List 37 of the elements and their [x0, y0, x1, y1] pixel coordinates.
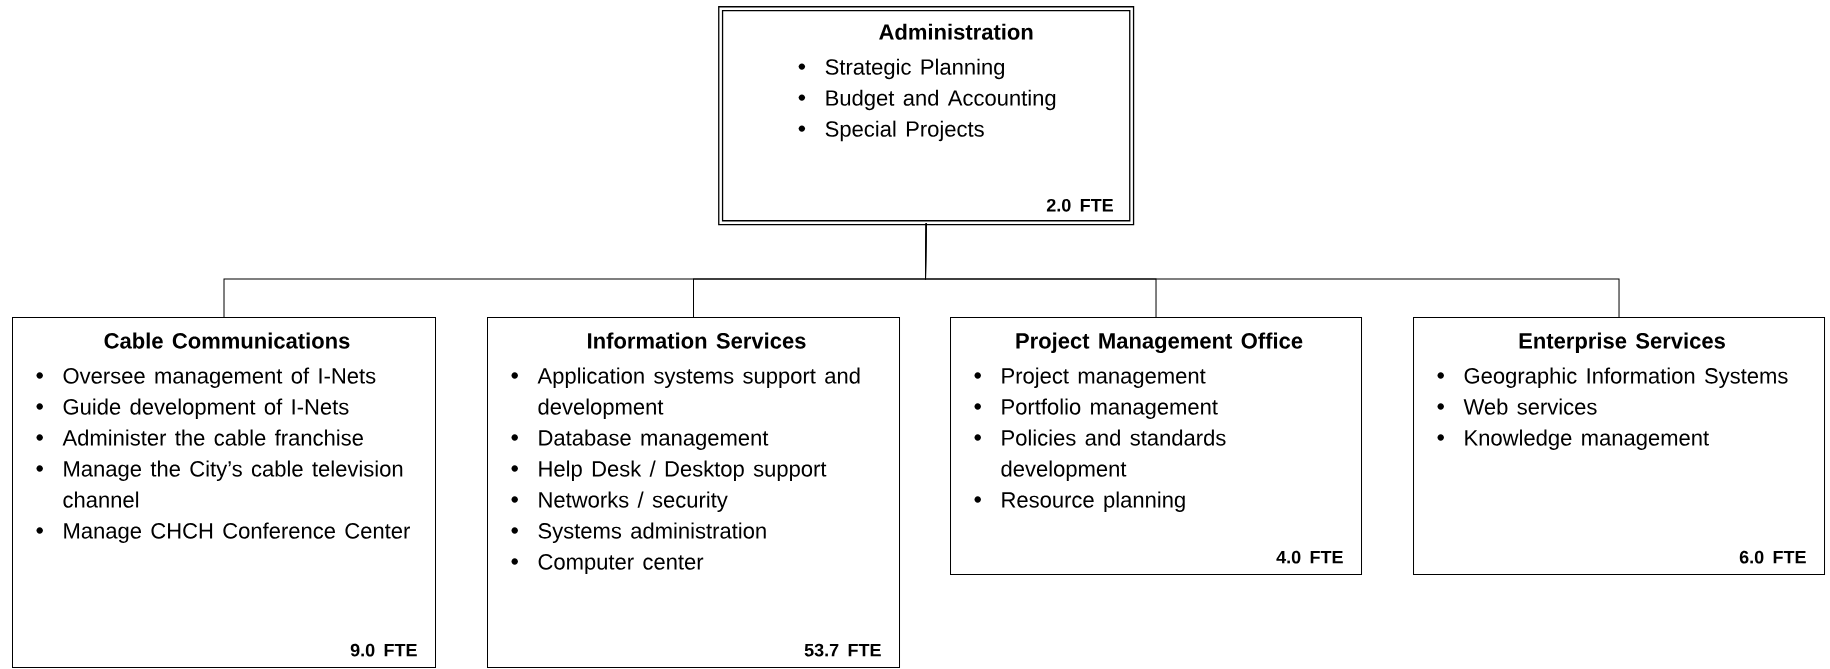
- fte-label: 2.0 FTE: [1046, 198, 1113, 212]
- fte-label: 53.7 FTE: [804, 643, 881, 657]
- fte-label: 6.0 FTE: [1739, 550, 1806, 564]
- list-item: Administer the cable franchise: [36, 429, 363, 446]
- box-heading: Information Services: [588, 332, 806, 349]
- list-item: Oversee management of I-Nets: [36, 367, 376, 388]
- box-heading: Enterprise Services: [1519, 332, 1725, 353]
- unit-box: [1413, 317, 1826, 575]
- connector-line: [925, 222, 1620, 318]
- list-item: Knowledge management: [1437, 429, 1709, 450]
- box-heading: Project Management Office: [1016, 332, 1303, 354]
- list-item: Guide development of I-Nets: [36, 398, 349, 419]
- list-item: Computer center: [511, 554, 704, 574]
- list-item: Resource planning: [974, 491, 1185, 512]
- list-item: Systems administration: [511, 522, 766, 543]
- list-item: Policies and standards development: [974, 429, 1226, 481]
- unit-box: [487, 317, 900, 668]
- list-item: Help Desk / Desktop support: [511, 460, 827, 481]
- fte-label: 9.0 FTE: [350, 643, 417, 657]
- list-item: Manage CHCH Conference Center: [36, 522, 410, 543]
- unit-box: [12, 317, 436, 668]
- list-item: Project management: [974, 367, 1206, 388]
- list-item: Strategic Planning: [798, 58, 1004, 80]
- unit-box: [950, 317, 1362, 575]
- list-item: Geographic Information Systems: [1437, 367, 1788, 388]
- list-item: Special Projects: [798, 120, 984, 142]
- list-item: Portfolio management: [974, 398, 1218, 419]
- list-item: Database management: [511, 429, 769, 450]
- box-heading: Cable Communications: [104, 332, 350, 349]
- list-item: Budget and Accounting: [798, 89, 1056, 111]
- box-heading: Administration: [879, 23, 1033, 40]
- list-item: Web services: [1437, 398, 1597, 415]
- list-item: Networks / security: [511, 491, 728, 512]
- unit-box: [718, 6, 1135, 226]
- fte-label: 4.0 FTE: [1276, 550, 1343, 564]
- list-item: Manage the City’s cable television channel: [36, 460, 403, 508]
- list-item: Application systems support and development: [511, 367, 860, 419]
